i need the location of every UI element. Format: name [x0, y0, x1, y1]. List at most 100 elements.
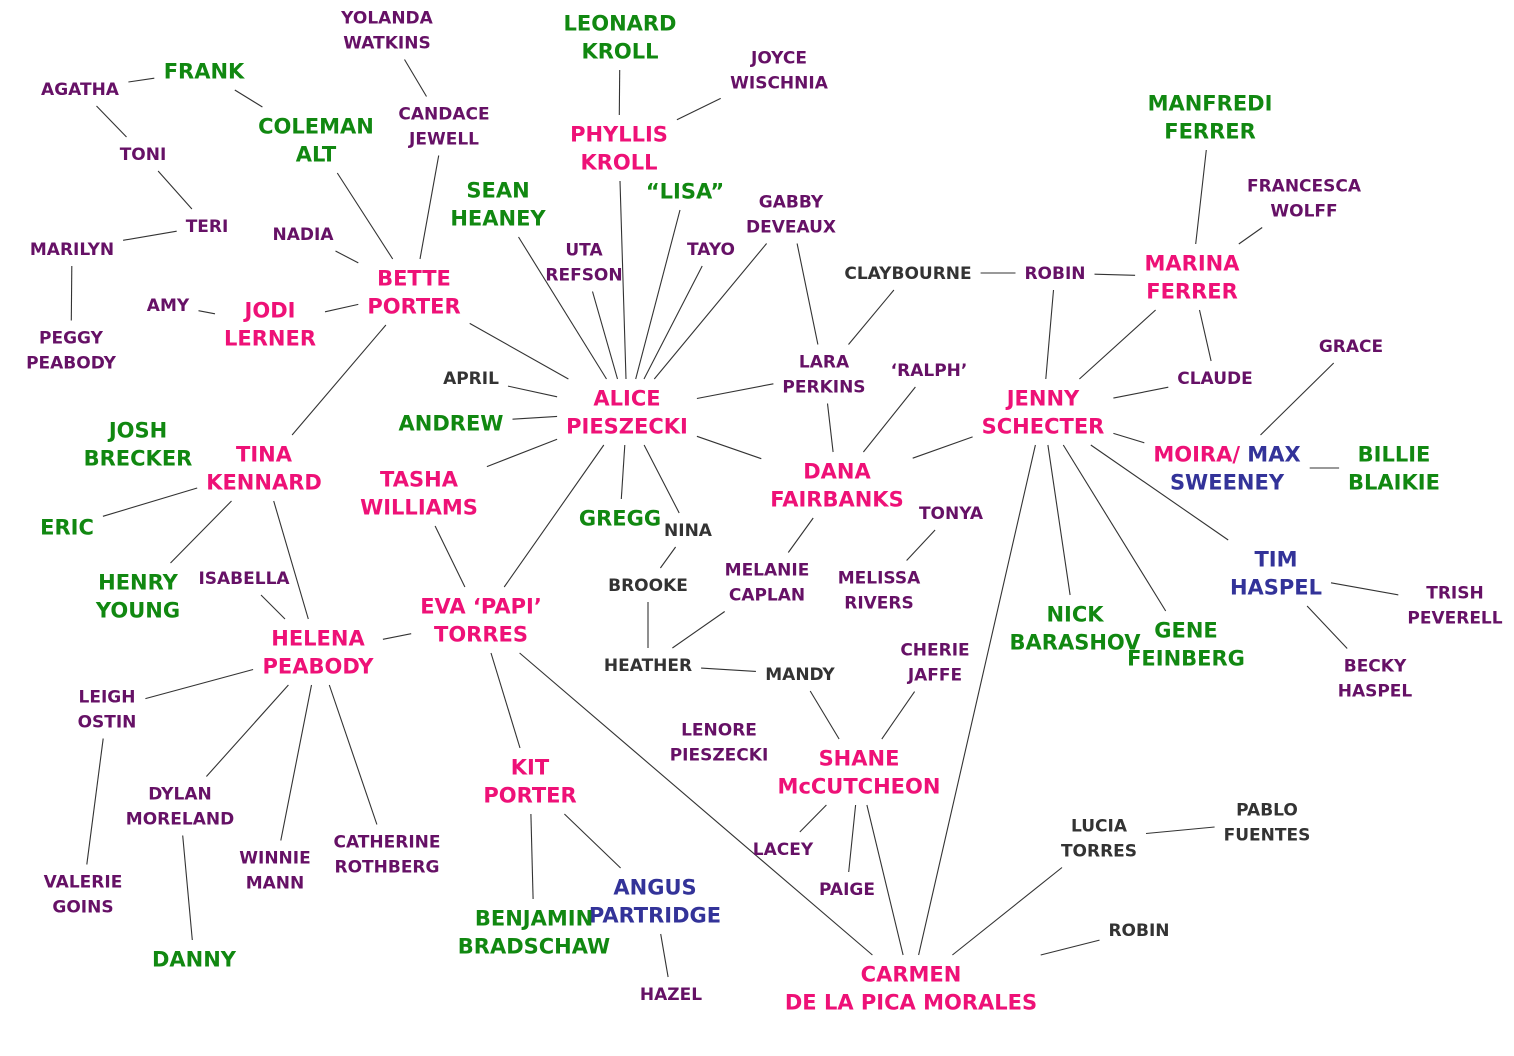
edge-jenny-moira: [1113, 432, 1145, 444]
name-line: FERRER: [1164, 120, 1256, 144]
name-line: LACEY: [753, 840, 814, 860]
name-line: WOLFF: [1270, 202, 1337, 222]
person-toni: TONI: [120, 145, 167, 165]
name-line: FEINBERG: [1127, 647, 1245, 671]
name-line: “LISA”: [646, 180, 724, 204]
name-line: MELANIE: [725, 561, 810, 581]
name-line: PORTER: [367, 295, 460, 319]
name-line: TASHA: [380, 468, 459, 492]
edge-lucia-pablo: [1145, 826, 1215, 835]
edge-bette-alice: [469, 322, 569, 380]
edge-manfredi-marina: [1195, 149, 1207, 245]
name-line: WATKINS: [343, 34, 430, 54]
name-line: REFSON: [545, 266, 622, 286]
name-line: GREGG: [579, 507, 661, 531]
name-line: HEANEY: [450, 207, 546, 231]
name-line: PERKINS: [782, 378, 865, 398]
name-line: LUCIA: [1071, 817, 1128, 837]
edge-alice-eva: [503, 444, 605, 588]
name-line: LEONARD: [563, 12, 676, 36]
person-lenore: LENORE PIESZECKI: [670, 721, 769, 766]
name-line: CAPLAN: [729, 586, 805, 606]
edge-eva-carmen: [519, 652, 873, 956]
person-claybourne: CLAYBOURNE: [844, 264, 971, 284]
name-line: DANA: [803, 460, 871, 484]
edge-nadia-bette: [335, 250, 359, 264]
person-robin2: ROBIN: [1108, 921, 1169, 941]
name-line: PIESZECKI: [670, 746, 769, 766]
name-line: SEAN: [466, 179, 529, 203]
name-line: MARINA: [1145, 252, 1241, 276]
name-line: UTA: [565, 241, 603, 261]
edge-gabby-lara: [796, 243, 819, 345]
edge-frank-coleman: [234, 89, 263, 108]
edge-helena-catherine: [328, 684, 378, 825]
person-marilyn: MARILYN: [30, 240, 114, 260]
person-claude: CLAUDE: [1177, 369, 1252, 389]
person-uta: UTA REFSON: [545, 241, 622, 286]
name-line: ‘RALPH’: [891, 361, 968, 381]
name-line: HELENA: [271, 627, 365, 651]
person-frank: FRANK: [164, 60, 245, 84]
name-line: GRACE: [1319, 337, 1383, 357]
name-line: HASPEL: [1230, 576, 1322, 600]
name-line: DE LA PICA MORALES: [785, 991, 1037, 1015]
edge-cherie-shane: [881, 691, 916, 740]
name-line: FAIRBANKS: [770, 488, 903, 512]
name-line: MELISSA: [838, 569, 921, 589]
name-line: PEABODY: [26, 354, 117, 374]
edge-tina-eric: [102, 487, 198, 517]
name-line: WINNIE: [239, 849, 310, 869]
edge-melanie-heather: [672, 611, 726, 649]
name-line: KROLL: [580, 151, 657, 175]
name-line: PIESZECKI: [566, 415, 688, 439]
edge-tina-henry: [170, 500, 232, 564]
person-brooke: BROOKE: [608, 576, 688, 596]
edge-alice-dana: [696, 435, 762, 460]
edge-marina-claude: [1198, 309, 1212, 362]
person-teri: TERI: [186, 217, 229, 237]
name-line: LEIGH: [79, 688, 136, 708]
person-april: APRIL: [443, 369, 499, 389]
name-line: SCHECTER: [982, 415, 1105, 439]
name-line: FERRER: [1146, 280, 1238, 304]
edge-candace-bette: [419, 155, 440, 260]
edge-shane-paige: [848, 804, 857, 873]
name-line: WILLIAMS: [360, 496, 478, 520]
edge-marina-jenny: [1079, 309, 1156, 380]
edge-gabby-alice: [653, 243, 768, 380]
edge-eva-kit: [490, 652, 521, 749]
name-line: AMY: [147, 296, 190, 316]
edge-april-alice: [507, 385, 558, 398]
edge-grace-moira: [1260, 362, 1335, 436]
edge-lara-alice: [696, 383, 774, 400]
person-dana: DANA FAIRBANKS: [770, 460, 903, 512]
name-line: PORTER: [483, 784, 576, 808]
name-line: DANNY: [152, 948, 237, 972]
edge-tina-helena: [273, 500, 309, 620]
edge-dana-melanie: [787, 517, 814, 553]
edge-teri-marilyn: [123, 230, 177, 241]
person-eric: ERIC: [40, 516, 94, 540]
name-line: CHERIE: [900, 641, 969, 661]
name-line: CLAUDE: [1177, 369, 1252, 389]
person-gregg: GREGG: [579, 507, 661, 531]
name-line: LENORE: [681, 721, 757, 741]
name-line: YOLANDA: [340, 9, 433, 29]
edge-alice-nina: [643, 444, 680, 514]
name-line: NINA: [664, 521, 713, 541]
name-line: TAYO: [687, 240, 735, 260]
edge-lisa-alice: [635, 209, 681, 380]
name-line: CLAYBOURNE: [844, 264, 971, 284]
person-amy: AMY: [147, 296, 190, 316]
name-line: ALICE: [593, 387, 660, 411]
edge-tasha-alice: [486, 438, 558, 468]
